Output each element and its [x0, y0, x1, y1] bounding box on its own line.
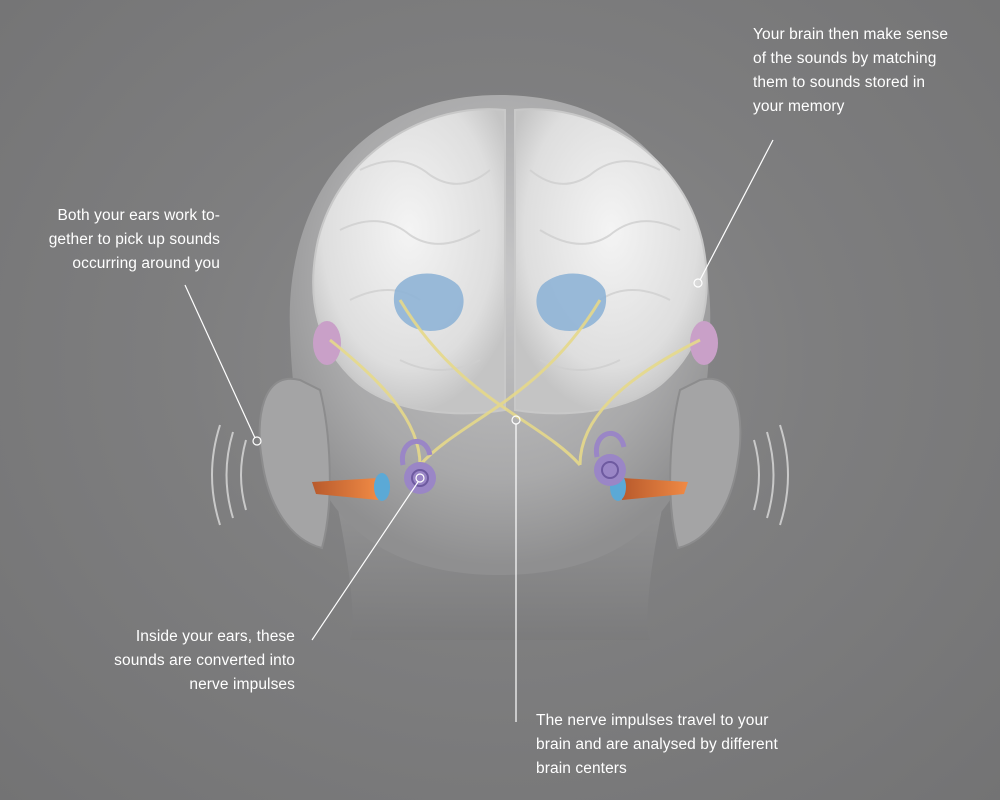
memory-area-left — [313, 321, 341, 365]
caption-line: Your brain then make sense — [753, 26, 949, 43]
caption-line: occurring around you — [72, 255, 220, 272]
sound-waves-left — [211, 424, 247, 526]
right-ear — [669, 377, 742, 550]
caption-nerve-impulses-travel: The nerve impulses travel to your brain … — [536, 709, 836, 781]
brain-left-hemisphere — [312, 108, 506, 415]
left-ear — [258, 377, 331, 550]
caption-line: them to sounds stored in — [753, 74, 926, 91]
eardrum-left — [374, 473, 390, 501]
caption-line: Both your ears work to- — [57, 207, 220, 224]
cochlea-left — [404, 462, 436, 494]
brain-right-hemisphere — [514, 108, 708, 415]
caption-line: your memory — [753, 98, 845, 115]
nerve-pathways — [329, 299, 701, 466]
sound-waves-right — [753, 424, 789, 526]
semicircular-canals-right — [593, 430, 627, 458]
leader-ears — [184, 284, 256, 439]
leader-lines — [184, 139, 774, 722]
leader-brain — [699, 139, 774, 281]
caption-line: brain and are analysed by different — [536, 736, 778, 753]
inner-ear-left — [312, 438, 436, 501]
caption-line: brain centers — [536, 760, 627, 777]
caption-brain-makes-sense: Your brain then make sense of the sounds… — [753, 23, 993, 119]
caption-ears-work-together: Both your ears work to- gether to pick u… — [10, 204, 220, 276]
ear-canal-left — [312, 478, 378, 500]
caption-inside-ears: Inside your ears, these sounds are conve… — [80, 625, 295, 697]
caption-line: nerve impulses — [189, 676, 295, 693]
caption-line: gether to pick up sounds — [48, 231, 220, 248]
caption-line: Inside your ears, these — [135, 628, 295, 645]
semicircular-canals-left — [399, 438, 433, 466]
caption-line: of the sounds by matching — [753, 50, 937, 67]
caption-line: The nerve impulses travel to your — [536, 712, 769, 729]
cochlea-right — [594, 454, 626, 486]
inner-ear-right — [593, 430, 688, 501]
memory-area-right — [690, 321, 718, 365]
ear-canal-right — [622, 478, 688, 500]
caption-line: sounds are converted into — [114, 652, 295, 669]
leader-inside — [311, 481, 419, 641]
